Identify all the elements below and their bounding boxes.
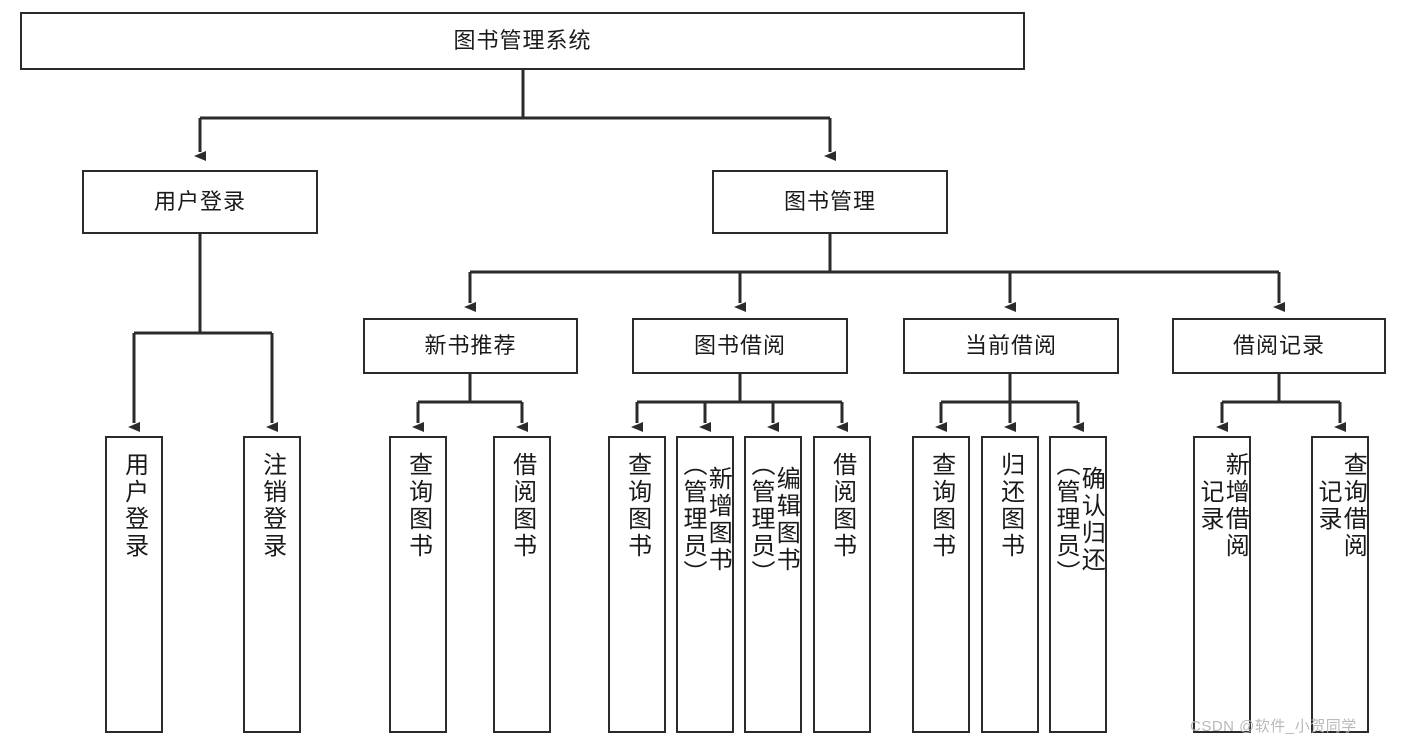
- leaf-new-book-query-label: 查询图书: [404, 452, 432, 560]
- edges-current-borrow: [935, 374, 1084, 432]
- node-book-manage-label: 图书管理: [783, 189, 876, 215]
- node-borrow-record-label: 借阅记录: [1232, 333, 1325, 359]
- leaf-book-borrow-edit[interactable]: 编辑图书 （管理员）: [744, 436, 802, 733]
- node-book-manage[interactable]: 图书管理: [712, 170, 948, 234]
- leaf-user-login-logout[interactable]: 注销登录: [243, 436, 301, 733]
- leaf-current-borrow-query[interactable]: 查询图书: [912, 436, 970, 733]
- leaf-current-borrow-confirm[interactable]: 确认归还 （管理员）: [1049, 436, 1107, 733]
- leaf-new-book-borrow[interactable]: 借阅图书: [493, 436, 551, 733]
- edges-borrow-record: [1216, 374, 1346, 432]
- node-book-borrow[interactable]: 图书借阅: [632, 318, 848, 374]
- edges-new-book: [412, 374, 528, 432]
- leaf-new-book-query[interactable]: 查询图书: [389, 436, 447, 733]
- leaf-current-borrow-return[interactable]: 归还图书: [981, 436, 1039, 733]
- leaf-book-borrow-borrow-label: 借阅图书: [828, 452, 856, 560]
- edges-root: [194, 70, 836, 161]
- leaf-current-borrow-confirm-label: 确认归还 （管理员）: [1052, 452, 1105, 587]
- leaf-book-borrow-edit-label: 编辑图书 （管理员）: [747, 452, 800, 587]
- leaf-borrow-record-add-label: 新增借阅 记录: [1196, 452, 1249, 560]
- node-root[interactable]: 图书管理系统: [20, 12, 1025, 70]
- leaf-user-login-login-label: 用户登录: [120, 452, 148, 560]
- leaf-current-borrow-return-label: 归还图书: [996, 452, 1024, 560]
- leaf-borrow-record-query[interactable]: 查询借阅 记录: [1311, 436, 1369, 733]
- edges-book-borrow: [631, 374, 848, 432]
- leaf-new-book-borrow-label: 借阅图书: [508, 452, 536, 560]
- leaf-book-borrow-query-label: 查询图书: [623, 452, 651, 560]
- leaf-book-borrow-add[interactable]: 新增图书 （管理员）: [676, 436, 734, 733]
- leaf-book-borrow-add-label: 新增图书 （管理员）: [679, 452, 732, 587]
- leaf-user-login-logout-label: 注销登录: [258, 452, 286, 560]
- leaf-user-login-login[interactable]: 用户登录: [105, 436, 163, 733]
- leaf-borrow-record-add[interactable]: 新增借阅 记录: [1193, 436, 1251, 733]
- node-borrow-record[interactable]: 借阅记录: [1172, 318, 1386, 374]
- csdn-watermark: CSDN @软件_小贺同学: [1190, 718, 1357, 735]
- node-new-book-recommend-label: 新书推荐: [424, 333, 517, 359]
- leaf-current-borrow-query-label: 查询图书: [927, 452, 955, 560]
- node-user-login-label: 用户登录: [153, 189, 246, 215]
- node-current-borrow[interactable]: 当前借阅: [903, 318, 1119, 374]
- node-book-borrow-label: 图书借阅: [693, 333, 786, 359]
- leaf-borrow-record-query-label: 查询借阅 记录: [1314, 452, 1367, 560]
- edges-book-manage: [464, 234, 1285, 312]
- node-user-login[interactable]: 用户登录: [82, 170, 318, 234]
- leaf-book-borrow-query[interactable]: 查询图书: [608, 436, 666, 733]
- node-new-book-recommend[interactable]: 新书推荐: [363, 318, 578, 374]
- edges-user-login: [128, 234, 278, 432]
- node-current-borrow-label: 当前借阅: [964, 333, 1057, 359]
- leaf-book-borrow-borrow[interactable]: 借阅图书: [813, 436, 871, 733]
- node-root-label: 图书管理系统: [453, 28, 592, 54]
